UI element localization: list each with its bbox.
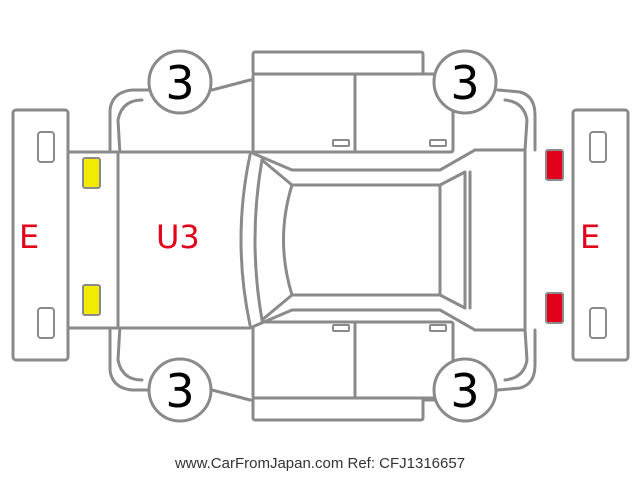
tyre-rear-right: 3 — [432, 357, 498, 423]
tyre-rating-front-right: 3 — [450, 56, 479, 110]
side-panel-top — [108, 50, 537, 157]
body-damage-mark: U3 — [156, 218, 200, 256]
tyre-front-right: 3 — [432, 49, 498, 115]
taillight-top — [545, 149, 564, 181]
tyre-rating-front-left: 3 — [165, 56, 194, 110]
tyre-front-left: 3 — [147, 49, 213, 115]
headlight-bottom — [82, 284, 101, 316]
tyre-rating-rear-left: 3 — [165, 364, 194, 418]
car-body-top-view — [66, 148, 527, 332]
taillight-bottom — [545, 292, 564, 324]
headlight-top — [82, 157, 101, 189]
rear-bumper — [571, 108, 630, 362]
side-panel-bottom — [108, 320, 537, 422]
tyre-rating-rear-right: 3 — [450, 364, 479, 418]
rear-bumper-mark: E — [580, 218, 600, 256]
watermark-reference: www.CarFromJapan.com Ref: CFJ1316657 — [174, 455, 466, 472]
front-bumper-mark: E — [19, 218, 39, 256]
tyre-rear-left: 3 — [147, 357, 213, 423]
